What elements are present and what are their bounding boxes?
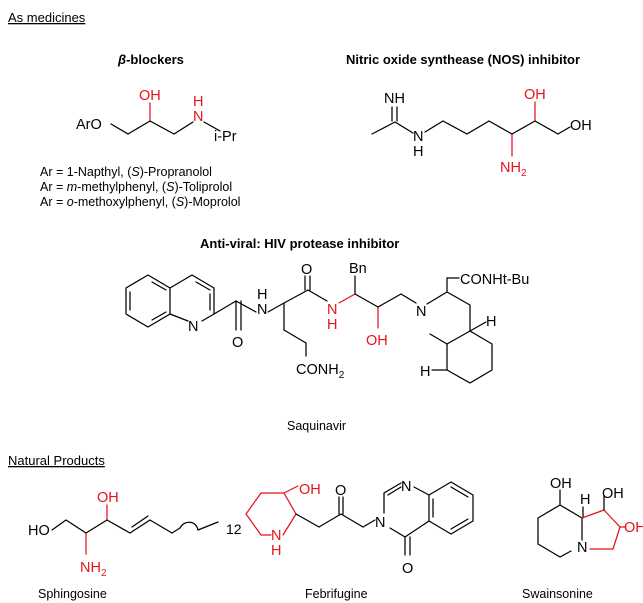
label-h-amide-2: H: [327, 317, 337, 333]
subtitle-antiviral: Anti-viral: HIV protease inhibitor: [200, 236, 399, 251]
label-n-quinoline: N: [188, 319, 198, 335]
nos-inhibitor-structure: NH N H OH OH NH2: [371, 87, 592, 179]
label-n-piperidine: N: [271, 528, 281, 544]
caption-febrifugine: Febrifugine: [305, 587, 368, 601]
label-h-piperidine: H: [271, 543, 281, 559]
label-h-amide-1: H: [257, 287, 267, 303]
febrifugine-structure: OH N H O N N O Febrifugine: [245, 479, 474, 601]
label-n-quinazolinone-3: N: [375, 515, 385, 531]
label-n: N: [413, 129, 423, 145]
caption-swainsonine: Swainsonine: [522, 587, 593, 601]
ar-line-moprolol: Ar = o-methoxylphenyl, (S)-Moprolol: [40, 195, 240, 209]
label-bn: Bn: [349, 261, 367, 277]
label-h-ring-bottom: H: [420, 364, 430, 380]
label-h-bridgehead: H: [580, 492, 590, 508]
label-o-carbonyl-2: O: [301, 262, 312, 278]
label-sub12: 12: [226, 521, 242, 537]
ar-substituent-list: Ar = 1-Napthyl, (S)-Propranolol Ar = m-m…: [40, 165, 240, 209]
label-oh-8: OH: [550, 476, 572, 492]
label-o-ketone: O: [335, 483, 346, 499]
swainsonine-structure: OH H N OH OH Swainsonine: [522, 476, 643, 601]
label-oh-1: OH: [602, 486, 624, 502]
label-o-quinazolinone: O: [402, 561, 413, 577]
caption-saquinavir: Saquinavir: [287, 419, 346, 433]
label-n-amide-1: N: [257, 302, 267, 318]
label-oh-top: OH: [524, 87, 546, 103]
label-nh2: NH2: [80, 560, 107, 579]
label-h: H: [193, 94, 203, 110]
label-nh2: NH2: [500, 160, 527, 179]
ar-line-toliprolol: Ar = m-methylphenyl, (S)-Toliprolol: [40, 180, 232, 194]
label-n: N: [193, 109, 203, 125]
section-header-natural-products: Natural Products: [8, 453, 105, 468]
label-oh: OH: [299, 482, 321, 498]
label-o-carbonyl-1: O: [232, 335, 243, 351]
label-n-quinazolinone-1: N: [401, 479, 411, 495]
label-n-decahydroisoquinoline: N: [416, 304, 426, 320]
ar-line-propranolol: Ar = 1-Napthyl, (S)-Propranolol: [40, 165, 212, 179]
label-oh-2: OH: [624, 520, 643, 536]
label-conh2: CONH2: [296, 362, 345, 381]
label-ho: HO: [28, 523, 50, 539]
label-conhtbu: CONHt-Bu: [460, 272, 529, 288]
label-oh: OH: [366, 333, 388, 349]
label-aro: ArO: [76, 117, 102, 133]
label-nh: NH: [384, 91, 405, 107]
beta-blocker-structure: ArO OH H N i-Pr: [76, 88, 237, 145]
label-oh: OH: [139, 88, 161, 104]
sphingosine-structure: HO NH2 OH 12 Sphingosine: [28, 490, 242, 601]
label-ipr: i-Pr: [214, 129, 237, 145]
label-oh-terminal: OH: [570, 118, 592, 134]
label-oh: OH: [97, 490, 119, 506]
label-n-indolizidine: N: [577, 540, 587, 556]
subtitle-nos-inhibitor: Nitric oxide synthease (NOS) inhibitor: [346, 52, 580, 67]
subtitle-beta-blockers: β-blockers: [117, 52, 184, 67]
label-h: H: [413, 144, 423, 160]
saquinavir-structure: N O H N CONH2 O N H Bn OH N CON: [125, 261, 529, 433]
label-h-ring-top: H: [486, 314, 496, 330]
section-header-medicines: As medicines: [8, 10, 86, 25]
label-n-amide-2: N: [327, 302, 337, 318]
caption-sphingosine: Sphingosine: [38, 587, 107, 601]
